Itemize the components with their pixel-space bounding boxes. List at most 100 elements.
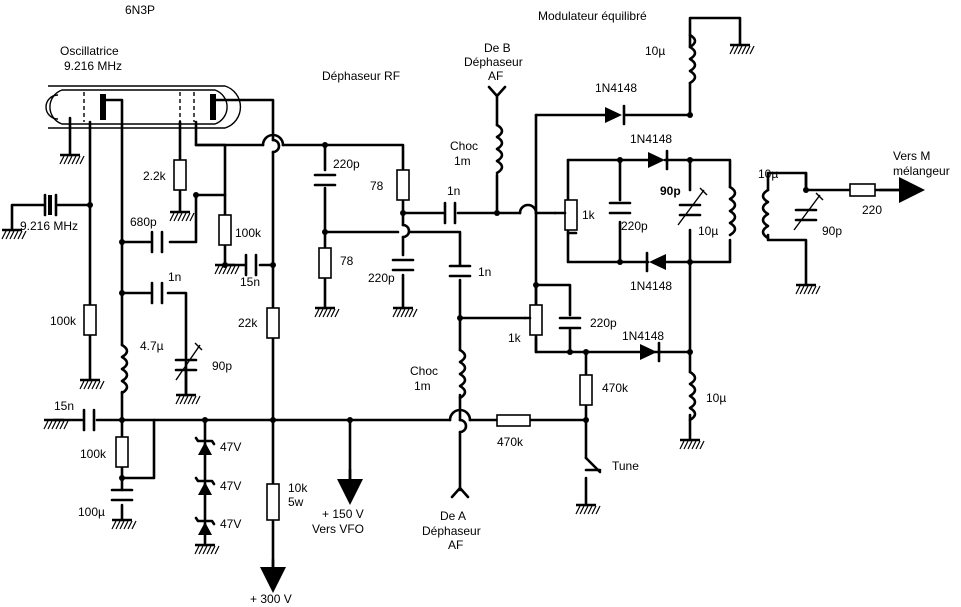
ground-icon: [392, 306, 418, 318]
af-a-line3: AF: [448, 538, 463, 552]
af-b-line2: Déphaseur: [464, 55, 523, 69]
resistor-100k-c: [115, 436, 129, 468]
resistor-100k-b: [83, 304, 97, 336]
svg-text:220p: 220p: [333, 157, 360, 171]
svg-text:1N4148: 1N4148: [595, 81, 637, 95]
tune-label: Tune: [612, 459, 639, 473]
ground-icon: [79, 378, 105, 390]
svg-text:10µ: 10µ: [758, 167, 778, 181]
capacitors: [43, 173, 824, 502]
svg-text:1n: 1n: [168, 270, 181, 284]
svg-text:1m: 1m: [414, 379, 431, 393]
diode-4: [640, 341, 661, 363]
resistor-78-b: [318, 247, 332, 279]
diodes: [194, 104, 669, 535]
trimmer-90p-b: [677, 187, 708, 226]
ground-icon: [59, 153, 85, 165]
tube-label: 6N3P: [125, 3, 155, 17]
svg-text:90p: 90p: [822, 224, 842, 238]
svg-text:470k: 470k: [602, 381, 629, 395]
svg-text:1N4148: 1N4148: [630, 132, 672, 146]
resistor-100k-a: [218, 214, 232, 246]
svg-text:220p: 220p: [590, 316, 617, 330]
tube-6n3p: [45, 85, 242, 129]
choke-a: [458, 348, 467, 400]
resistor-10k: [266, 483, 280, 521]
svg-text:2.2k: 2.2k: [143, 169, 167, 183]
svg-text:100k: 100k: [50, 314, 77, 328]
mixer-line2: mélangeur: [893, 164, 950, 178]
svg-text:10µ: 10µ: [645, 44, 665, 58]
ground-icon: [214, 263, 240, 275]
svg-text:47V: 47V: [220, 479, 241, 493]
svg-text:90p: 90p: [660, 184, 681, 198]
resistors: [83, 159, 876, 521]
grounds: [1, 43, 821, 555]
svg-text:10µ: 10µ: [698, 224, 718, 238]
mixer-line1: Vers M: [893, 149, 930, 163]
zener-2: [194, 476, 216, 495]
vfo-line1: + 150 V: [322, 507, 364, 521]
wires: [10, 16, 914, 580]
svg-text:15n: 15n: [240, 275, 260, 289]
inductor-10u-bottom: [688, 370, 697, 422]
diode-1: [605, 104, 626, 126]
svg-text:1k: 1k: [508, 331, 522, 345]
crystal: [43, 193, 58, 217]
supply-label: + 300 V: [250, 592, 292, 606]
af-a-line1: De A: [440, 509, 466, 523]
inductors: [120, 33, 770, 422]
ground-icon: [1, 228, 27, 240]
ground-icon: [194, 543, 220, 555]
svg-text:470k: 470k: [497, 435, 524, 449]
ground-icon: [314, 306, 340, 318]
zener-1: [194, 436, 216, 455]
diode-3: [645, 251, 666, 273]
svg-text:100k: 100k: [80, 447, 107, 461]
svg-text:680p: 680p: [130, 215, 157, 229]
svg-text:47V: 47V: [220, 517, 241, 531]
ground-icon: [43, 418, 69, 430]
svg-text:1N4148: 1N4148: [630, 279, 672, 293]
ground-icon: [729, 43, 755, 55]
svg-text:1n: 1n: [447, 184, 460, 198]
rf-phase-title: Déphaseur RF: [322, 69, 400, 83]
svg-text:4.7µ: 4.7µ: [140, 339, 164, 353]
af-a-line2: Déphaseur: [422, 524, 481, 538]
osc-title: Oscillatrice: [60, 44, 119, 58]
svg-text:5w: 5w: [288, 495, 304, 509]
ground-icon: [169, 210, 195, 222]
ground-icon: [795, 283, 821, 295]
connectors: [260, 85, 925, 593]
svg-text:10k: 10k: [288, 481, 308, 495]
svg-text:10µ: 10µ: [706, 391, 726, 405]
af-b-line1: De B: [484, 41, 511, 55]
svg-text:1n: 1n: [478, 265, 491, 279]
junction-dots: [87, 112, 809, 481]
inductor-10u-top: [688, 33, 697, 85]
svg-text:100µ: 100µ: [78, 505, 105, 519]
svg-text:1m: 1m: [454, 154, 471, 168]
resistor-2k2: [173, 159, 187, 191]
resistor-470k-a: [496, 414, 531, 427]
labels: 6N3P Oscillatrice 9.216 MHz 9.216 MHz Dé…: [20, 3, 950, 606]
svg-text:1k: 1k: [582, 208, 596, 222]
inductor-4u7: [120, 343, 129, 395]
svg-text:100k: 100k: [235, 226, 262, 240]
ground-icon: [679, 438, 705, 450]
svg-text:47V: 47V: [220, 440, 241, 454]
ground-icon: [175, 393, 201, 405]
ground-icon: [111, 518, 137, 530]
ground-icon: [575, 503, 601, 515]
svg-text:78: 78: [340, 254, 354, 268]
resistor-22k: [266, 307, 280, 339]
svg-text:78: 78: [370, 179, 384, 193]
choke-b: [495, 123, 504, 175]
osc-freq: 9.216 MHz: [64, 59, 122, 73]
svg-text:220p: 220p: [621, 219, 648, 233]
svg-text:90p: 90p: [212, 359, 232, 373]
svg-text:15n: 15n: [54, 399, 74, 413]
trimmer-90p-a: [174, 342, 203, 397]
